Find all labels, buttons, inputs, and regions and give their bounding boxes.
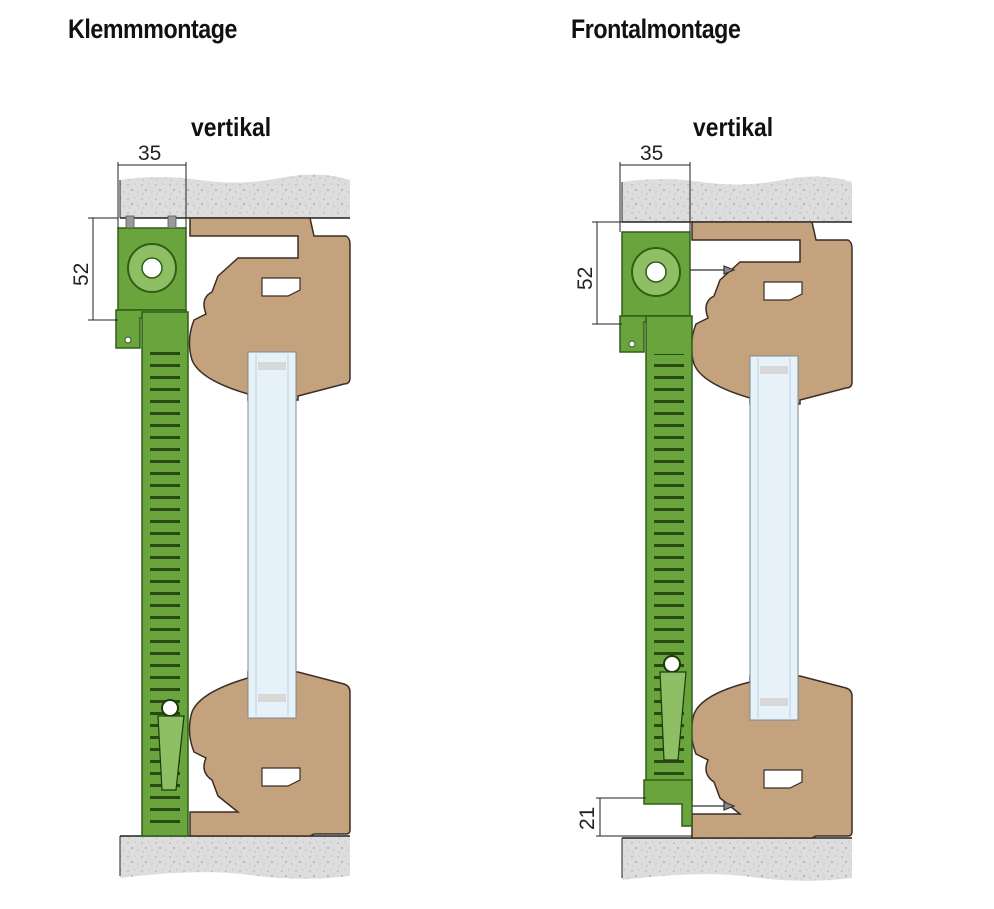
wood-frame-bottom-left <box>188 671 351 837</box>
dimension-height-label-right: 52 <box>574 267 597 290</box>
bottom-bracket-right <box>643 779 693 827</box>
dimension-height-left <box>88 217 118 321</box>
drawing-frontalmontage: 35 52 21 <box>574 142 853 881</box>
bottom-concrete-right <box>622 838 852 881</box>
wood-frame-top-right <box>690 221 853 405</box>
mounting-screw-bottom <box>692 801 736 811</box>
dimension-width-label-left: 35 <box>138 142 161 165</box>
dimension-bottom-offset-label-right: 21 <box>576 807 599 830</box>
wood-frame-top-left <box>188 217 351 401</box>
dimension-bottom-offset-right <box>596 797 692 837</box>
drawing-klemmmontage: 35 52 <box>70 142 351 879</box>
dimension-width-right <box>619 162 691 232</box>
bottom-concrete-left <box>120 836 350 879</box>
dimension-width-left <box>117 162 187 228</box>
subtitle-vertikal-left: vertikal <box>191 112 272 142</box>
top-concrete-right <box>622 176 852 222</box>
panel-title-klemmmontage: Klemmmontage <box>68 14 238 44</box>
wood-frame-bottom-right <box>690 675 853 839</box>
dimension-height-label-left: 52 <box>70 263 93 286</box>
glass-pane-left <box>247 351 297 719</box>
dimension-height-right <box>592 221 622 325</box>
glass-pane-right <box>749 355 799 721</box>
top-concrete-left <box>120 174 350 218</box>
dimension-width-label-right: 35 <box>640 142 663 165</box>
mounting-screw-top <box>690 265 736 275</box>
panel-title-frontalmontage: Frontalmontage <box>571 14 741 44</box>
subtitle-vertikal-right: vertikal <box>693 112 774 142</box>
